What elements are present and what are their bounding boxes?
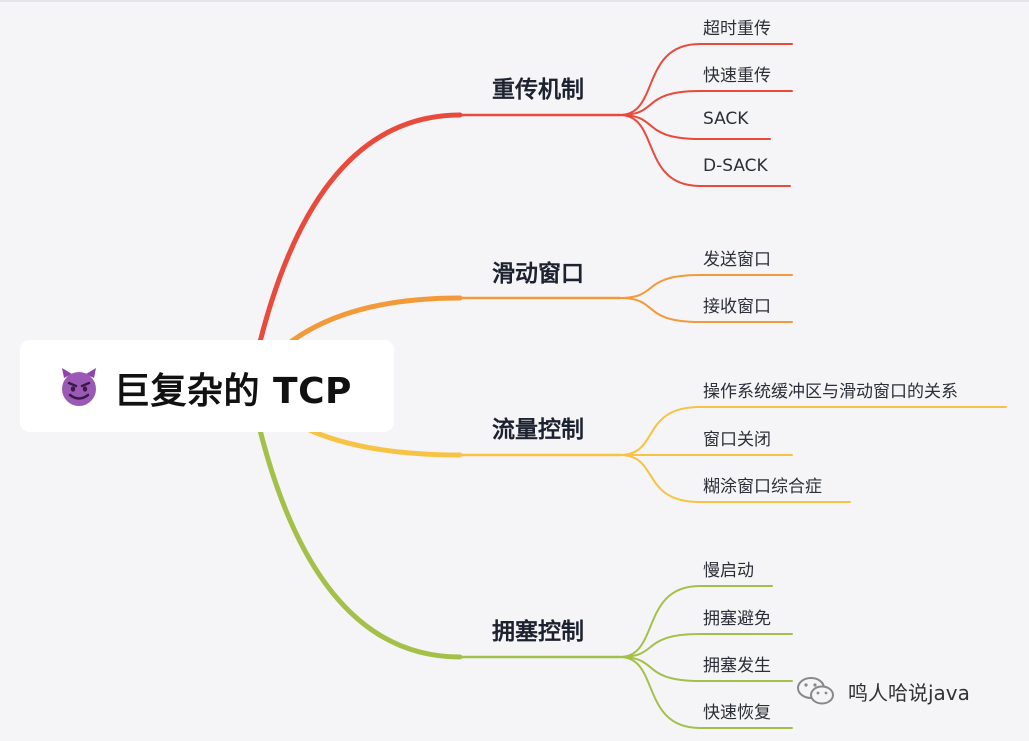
watermark: 鸣人哈说java xyxy=(796,676,970,706)
leaf-sack[interactable]: SACK xyxy=(703,109,749,129)
wechat-icon xyxy=(797,677,834,705)
leaf-send-window[interactable]: 发送窗口 xyxy=(703,250,771,270)
leaf-connector xyxy=(619,656,793,729)
leaf-connector xyxy=(619,274,793,299)
leaf-connector xyxy=(619,114,771,140)
branch-label-sliding-window[interactable]: 滑动窗口 xyxy=(492,261,584,287)
branch-label-congestion-control[interactable]: 拥塞控制 xyxy=(492,619,584,645)
leaf-silly-window-syndrome[interactable]: 糊涂窗口综合症 xyxy=(703,477,822,497)
root-title: 巨复杂的 TCP xyxy=(114,371,352,412)
branch-label-retransmission[interactable]: 重传机制 xyxy=(492,77,584,103)
leaf-receive-window[interactable]: 接收窗口 xyxy=(703,297,771,317)
leaf-window-close[interactable]: 窗口关闭 xyxy=(703,430,771,450)
leaf-connector xyxy=(619,454,851,503)
leaf-fast-retransmission[interactable]: 快速重传 xyxy=(703,66,771,86)
leaf-connector xyxy=(619,297,793,323)
leaf-fast-recovery[interactable]: 快速恢复 xyxy=(703,703,771,723)
leaf-connector xyxy=(619,43,793,116)
leaf-os-buffer-relation[interactable]: 操作系统缓冲区与滑动窗口的关系 xyxy=(703,382,958,402)
watermark-text: 鸣人哈说java xyxy=(848,680,970,705)
branch-connector xyxy=(247,112,463,389)
top-border xyxy=(0,0,1029,2)
leaf-connector xyxy=(619,633,793,658)
leaf-connector xyxy=(619,114,791,187)
leaf-timeout-retransmission[interactable]: 超时重传 xyxy=(703,19,771,39)
leaf-connector xyxy=(619,656,793,682)
leaf-congestion-occurrence[interactable]: 拥塞发生 xyxy=(703,656,771,676)
leaf-congestion-avoidance[interactable]: 拥塞避免 xyxy=(703,609,771,629)
smiling-devil-icon xyxy=(62,368,96,406)
branch-label-flow-control[interactable]: 流量控制 xyxy=(492,417,584,443)
leaf-connector xyxy=(619,406,1007,456)
leaf-d-sack[interactable]: D-SACK xyxy=(703,156,768,176)
leaf-connector xyxy=(619,585,773,658)
leaf-slow-start[interactable]: 慢启动 xyxy=(703,561,754,581)
leaf-connector xyxy=(619,90,793,116)
branch-connector xyxy=(247,383,463,660)
